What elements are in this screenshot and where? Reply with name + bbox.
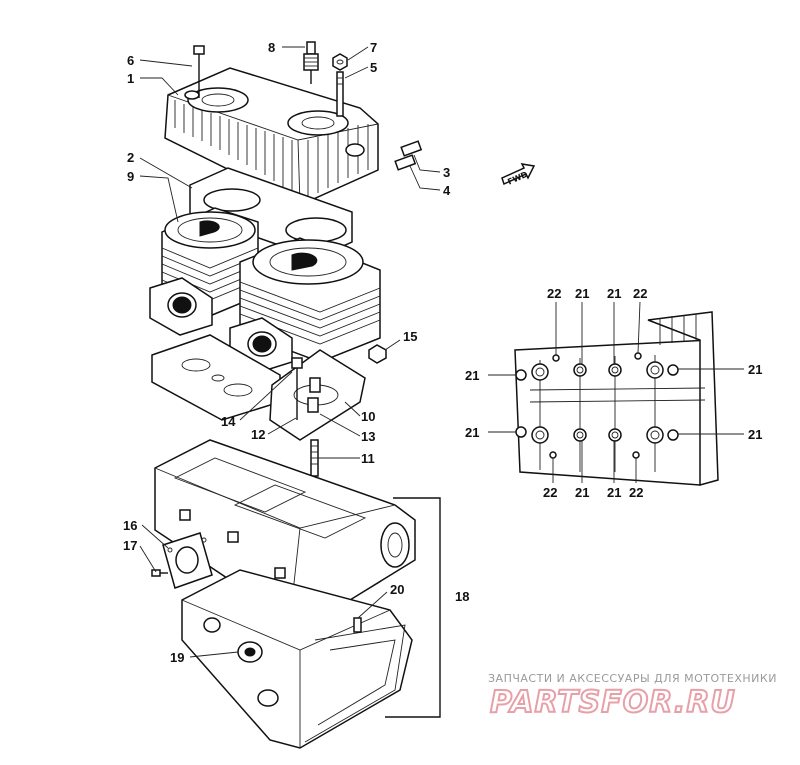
stud — [336, 71, 344, 117]
dowel-pins — [291, 357, 321, 420]
cylinders — [149, 207, 381, 373]
crankcase-lower — [181, 569, 413, 749]
head-bolt — [193, 45, 205, 98]
forward-arrow-icon: FWD — [501, 163, 536, 187]
watermark-tagline: ЗАПЧАСТИ И АКСЕССУАРЫ ДЛЯ МОТОТЕХНИКИ — [488, 672, 777, 685]
callout-7: 7 — [370, 40, 377, 55]
detail-callout-right-2: 21 — [748, 427, 762, 442]
callout-1: 1 — [127, 71, 134, 86]
detail-callout-top-4: 22 — [633, 286, 647, 301]
detail-callout-bottom-2: 21 — [575, 485, 589, 500]
callout-labels: 6 1 8 7 5 2 9 3 4 15 10 14 12 13 11 16 1… — [123, 40, 762, 665]
callout-4: 4 — [443, 183, 451, 198]
fwd-label: FWD — [506, 170, 529, 187]
callout-6: 6 — [127, 53, 134, 68]
callout-20: 20 — [390, 582, 404, 597]
callout-18: 18 — [455, 589, 469, 604]
crankcase-detail-view — [514, 311, 719, 486]
callout-17: 17 — [123, 538, 137, 553]
detail-callout-top-2: 21 — [575, 286, 589, 301]
callout-9: 9 — [127, 169, 134, 184]
callout-3: 3 — [443, 165, 450, 180]
detail-callout-right-1: 21 — [748, 362, 762, 377]
crankcase-stud — [310, 439, 319, 477]
watermark: ЗАПЧАСТИ И АКСЕССУАРЫ ДЛЯ МОТОТЕХНИКИ PA… — [488, 672, 777, 721]
flange-bolt — [151, 569, 168, 577]
callout-19: 19 — [170, 650, 184, 665]
callout-13: 13 — [361, 429, 375, 444]
callout-8: 8 — [268, 40, 275, 55]
callout-5: 5 — [370, 60, 377, 75]
detail-callout-top-1: 22 — [547, 286, 561, 301]
leader-lines — [139, 46, 441, 658]
detail-callout-bottom-1: 22 — [543, 485, 557, 500]
watermark-brand: PARTSFOR.RU — [490, 685, 736, 720]
cylinder-head — [164, 67, 379, 206]
head-nut — [332, 53, 348, 71]
callout-14: 14 — [221, 414, 236, 429]
detail-callout-left-2: 21 — [465, 425, 479, 440]
assembly-bracket — [385, 497, 441, 718]
crankcase-upper — [154, 439, 416, 621]
callout-12: 12 — [251, 427, 265, 442]
detail-callout-bottom-3: 21 — [607, 485, 621, 500]
detail-callout-top-3: 21 — [607, 286, 621, 301]
callout-11: 11 — [361, 451, 375, 466]
intake-flange — [162, 532, 213, 589]
spark-plug — [303, 41, 319, 84]
port-nut — [368, 344, 387, 364]
callout-15: 15 — [403, 329, 417, 344]
detail-callout-left-1: 21 — [465, 368, 479, 383]
callout-16: 16 — [123, 518, 137, 533]
detail-leader-lines — [488, 301, 744, 483]
temp-sensor — [394, 140, 423, 171]
head-gasket — [189, 167, 353, 259]
detail-callout-bottom-4: 22 — [629, 485, 643, 500]
callout-2: 2 — [127, 150, 134, 165]
dowel-pin — [353, 617, 362, 633]
callout-10: 10 — [361, 409, 375, 424]
